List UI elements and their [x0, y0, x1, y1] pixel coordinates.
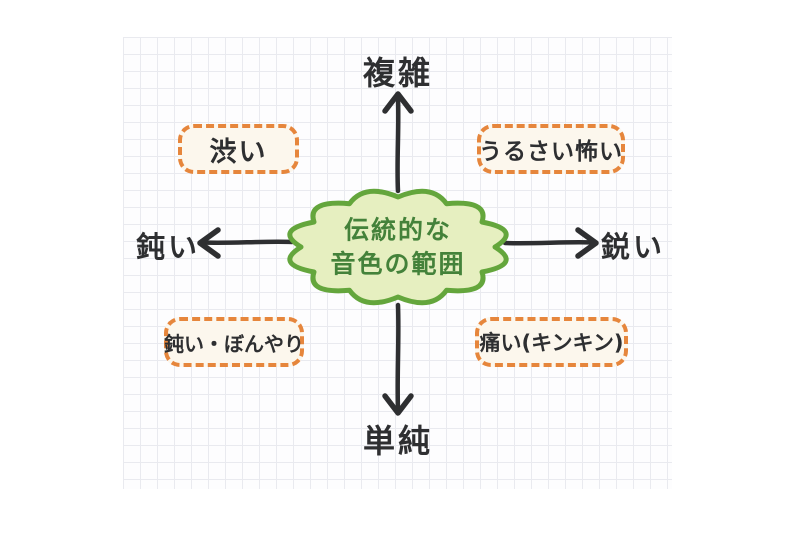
- quadrant-box-top-left: 渋い: [178, 124, 299, 174]
- axis-arrow-right-head: [575, 227, 599, 259]
- quadrant-box-top-right: うるさい怖い: [477, 124, 625, 174]
- axis-label-right: 鋭い: [601, 230, 666, 264]
- axis-arrow-right: [502, 240, 595, 246]
- axis-arrow-down: [395, 302, 401, 412]
- quadrant-box-top-left-label: 渋い: [209, 136, 268, 168]
- cloud-label: 伝統的な 音色の範囲: [330, 213, 465, 281]
- quadrant-box-bottom-left-label: 鈍い・ぼんやり: [164, 331, 304, 356]
- cloud-label-line2: 音色の範囲: [330, 249, 466, 278]
- quadrant-box-bottom-right: 痛い(キンキン): [475, 317, 628, 367]
- quadrant-box-top-right-label: うるさい怖い: [479, 139, 623, 165]
- axis-label-bottom: 単純: [362, 422, 434, 460]
- quadrant-box-bottom-right-label: 痛い(キンキン): [479, 331, 624, 355]
- axis-arrow-up: [395, 95, 401, 194]
- axis-arrow-left: [201, 239, 295, 245]
- axis-arrow-left-head: [197, 227, 221, 259]
- axis-arrow-down-head: [382, 393, 414, 416]
- cloud-shape: [287, 188, 509, 306]
- axis-arrow-up-head: [382, 91, 414, 114]
- axis-label-left: 鈍い: [136, 230, 201, 264]
- axis-label-top: 複雑: [362, 54, 434, 92]
- quadrant-box-bottom-left: 鈍い・ぼんやり: [164, 317, 304, 367]
- cloud-label-line1: 伝統的な: [343, 215, 453, 245]
